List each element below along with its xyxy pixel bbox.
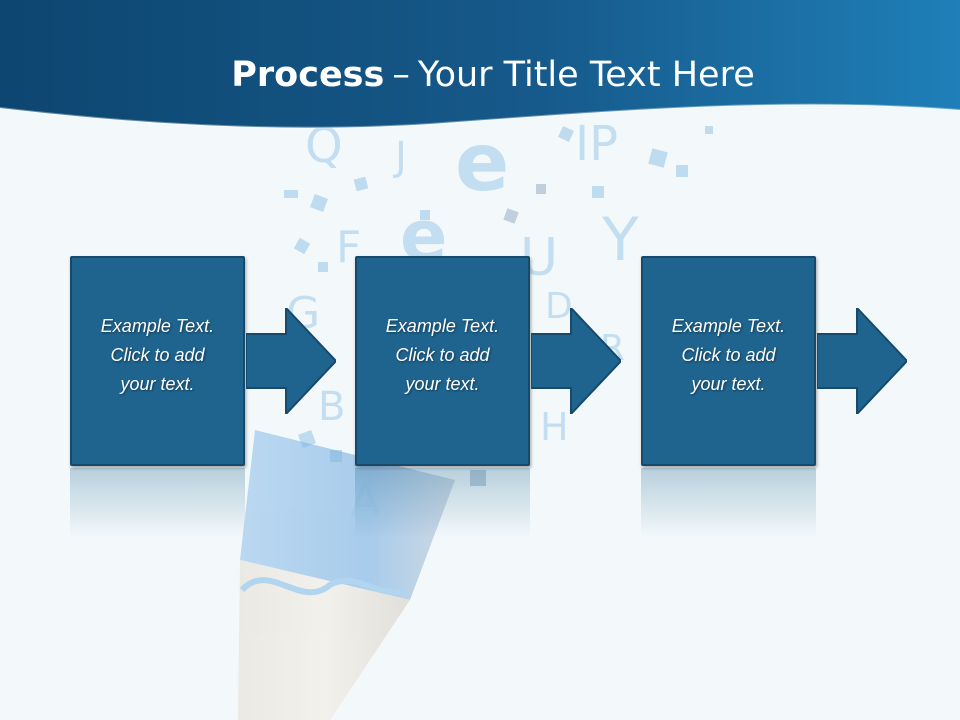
- step-text-line: Click to add: [395, 345, 490, 365]
- process-step-2[interactable]: Example Text. Click to add your text.: [355, 256, 530, 466]
- process-step-1[interactable]: Example Text. Click to add your text.: [70, 256, 245, 466]
- svg-text:IP: IP: [575, 116, 618, 172]
- svg-text:Y: Y: [601, 205, 639, 275]
- step-text-line: Click to add: [110, 345, 205, 365]
- arrow-right-icon: [531, 308, 621, 414]
- step-text[interactable]: Example Text. Click to add your text.: [357, 312, 528, 399]
- title-rest: Your Title Text Here: [417, 55, 755, 95]
- arrow-right-icon: [817, 308, 907, 414]
- step-text-line: your text.: [120, 374, 195, 394]
- svg-text:D: D: [545, 286, 573, 327]
- step-text-line: Example Text.: [100, 316, 215, 336]
- step-text[interactable]: Example Text. Click to add your text.: [72, 312, 243, 399]
- step-text-line: your text.: [691, 374, 766, 394]
- step-box[interactable]: Example Text. Click to add your text.: [70, 256, 245, 466]
- svg-text:A: A: [350, 475, 380, 526]
- step-reflection: [70, 468, 245, 538]
- step-text-line: Example Text.: [671, 316, 786, 336]
- step-text-line: your text.: [405, 374, 480, 394]
- svg-text:B: B: [318, 384, 345, 430]
- svg-text:H: H: [540, 405, 569, 449]
- svg-text:J: J: [392, 134, 407, 180]
- step-reflection: [641, 468, 816, 538]
- slide-title[interactable]: Process–Your Title Text Here: [0, 52, 960, 98]
- step-text-line: Example Text.: [385, 316, 500, 336]
- svg-text:e: e: [455, 116, 509, 209]
- step-box[interactable]: Example Text. Click to add your text.: [355, 256, 530, 466]
- title-bold: Process: [231, 55, 385, 95]
- step-text-line: Click to add: [681, 345, 776, 365]
- step-reflection: [355, 468, 530, 538]
- step-text[interactable]: Example Text. Click to add your text.: [643, 312, 814, 399]
- header-band: [0, 0, 960, 129]
- step-box[interactable]: Example Text. Click to add your text.: [641, 256, 816, 466]
- process-step-3[interactable]: Example Text. Click to add your text.: [641, 256, 816, 466]
- title-separator: –: [392, 55, 410, 95]
- arrow-right-icon: [246, 308, 336, 414]
